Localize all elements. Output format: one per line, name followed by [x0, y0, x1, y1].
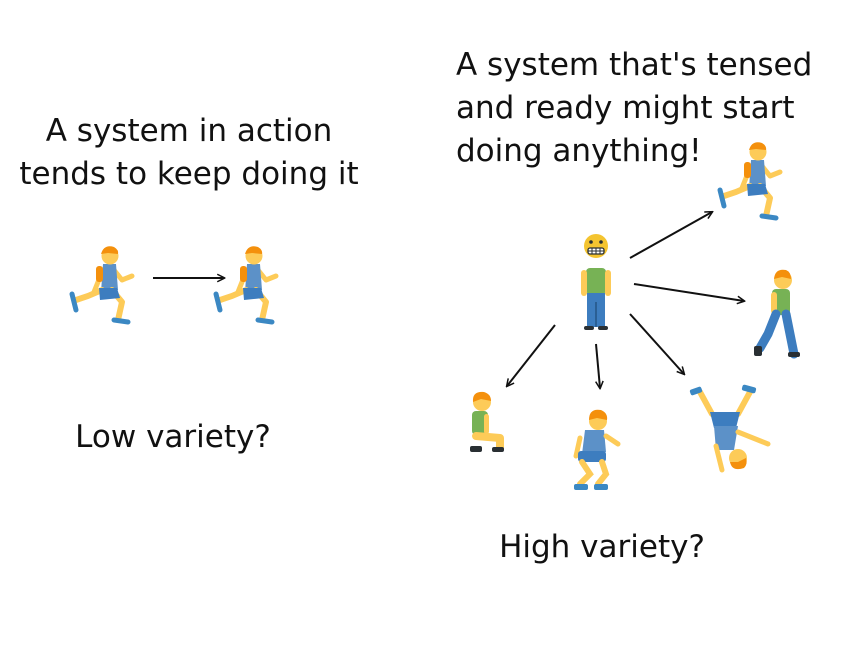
crouching-figure-icon — [573, 409, 621, 490]
running-figure-icon — [216, 246, 276, 322]
right-caption-line-3: doing anything! — [456, 133, 702, 169]
arrow-icon — [507, 324, 556, 386]
running-figure-icon — [72, 246, 132, 322]
cartwheel-figure-icon — [689, 384, 771, 473]
left-caption: A system in action tends to keep doing i… — [0, 110, 378, 196]
arrow-icon — [633, 283, 744, 301]
right-caption-line-1: A system that's tensed — [456, 47, 813, 83]
arrow-icon — [595, 343, 600, 388]
walking-figure-icon — [754, 269, 800, 359]
left-caption-line-2: tends to keep doing it — [19, 156, 359, 192]
tensed-figure-icon — [581, 234, 611, 330]
high-variety-label: High variety? — [499, 529, 705, 565]
right-caption: A system that's tensed and ready might s… — [456, 44, 812, 173]
left-caption-line-1: A system in action — [45, 113, 333, 149]
arrow-icon — [629, 313, 684, 374]
low-variety-label: Low variety? — [75, 419, 271, 455]
right-caption-line-2: and ready might start — [456, 90, 795, 126]
running-figure-icon — [720, 142, 780, 218]
kneeling-figure-icon — [470, 391, 504, 452]
arrow-icon — [629, 212, 712, 259]
